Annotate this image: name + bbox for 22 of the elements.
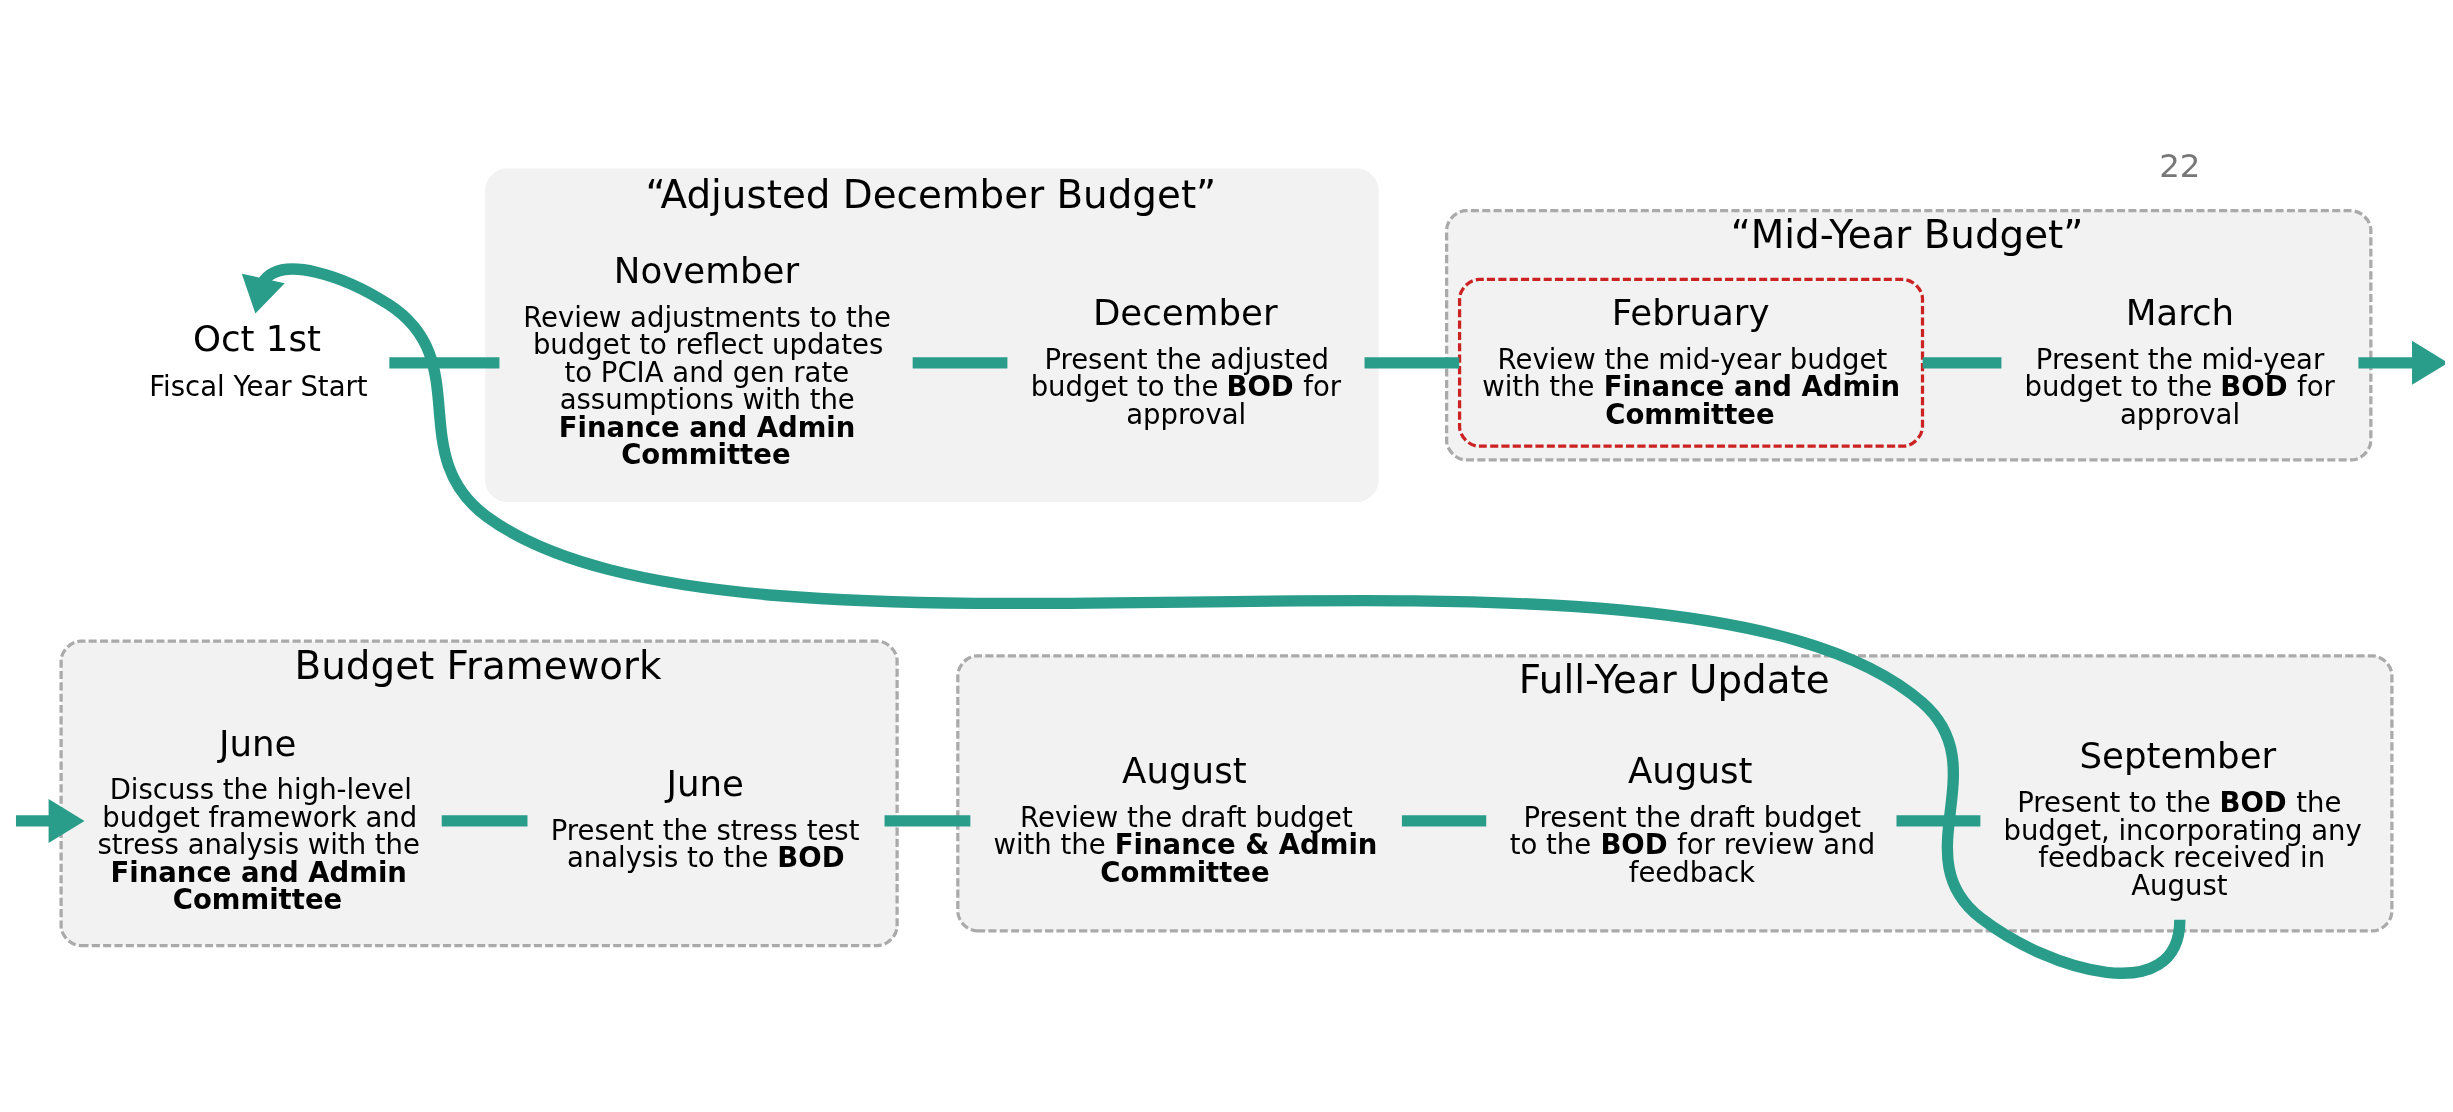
connector (912, 356, 1008, 368)
arrow (241, 264, 2186, 978)
connector (1896, 814, 1981, 827)
arrow (2358, 340, 2445, 385)
node-text: November Review adjustments to the budget to reflect updates to PCIA and gen rate assumptions with the Finance and Admin Committee (523, 249, 892, 470)
connector (884, 814, 971, 827)
node-text: September Present to the BOD the budget, incorporating any feedback received in August (2003, 734, 2362, 901)
connector (389, 356, 500, 368)
connector (1922, 356, 2002, 368)
node-text: December Present the adjusted budget to the BOD for approval (1030, 291, 1342, 430)
arrow (15, 798, 85, 843)
node-text: Oct 1st Fiscal Year Start (149, 317, 368, 402)
node-text: June Discuss the high-level budget framework and stress analysis with the Finance and Admin Committee (97, 722, 420, 915)
node-text: June Present the stress test analysis to the BOD (550, 762, 860, 873)
connector (441, 814, 528, 827)
label: 22 (2159, 146, 2201, 185)
node-text: August Present the draft budget to the BOD for review and feedback (1509, 749, 1876, 888)
node-box: February Review the mid-year budget with the Finance and Admin Committee (1457, 277, 1925, 448)
node-text: August Review the draft budget with the Finance & Admin Committee (993, 749, 1378, 888)
connector (1401, 814, 1487, 827)
connector (1364, 356, 1460, 368)
node-text: March Present the mid-year budget to the BOD for approval (2024, 291, 2335, 430)
